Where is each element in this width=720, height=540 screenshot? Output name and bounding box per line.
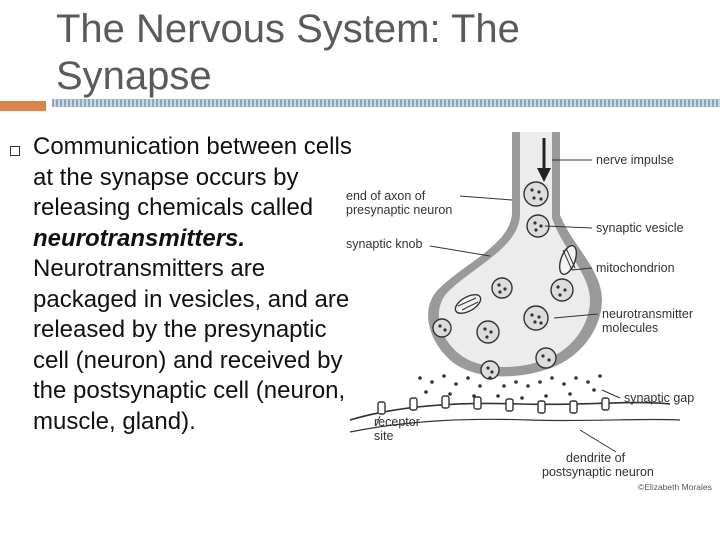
- label-nerve-impulse: nerve impulse: [596, 153, 674, 167]
- postsynaptic-membrane: [349, 401, 671, 421]
- receptor-sites: [377, 395, 610, 415]
- synaptic-vesicles: [432, 181, 574, 380]
- body-rest: Neurotransmitters are packaged in vesicl…: [33, 255, 350, 435]
- body-paragraph: Communication between cells at the synap…: [33, 132, 363, 437]
- label-synaptic-gap: synaptic gap: [624, 391, 694, 405]
- label-neurotransmitter-1: neurotransmitter: [602, 307, 693, 321]
- label-neurotransmitter-2: molecules: [602, 321, 658, 335]
- released-neurotransmitters: [418, 374, 602, 400]
- label-synaptic-knob: synaptic knob: [346, 237, 422, 251]
- label-dendrite-1: dendrite of: [566, 451, 626, 465]
- title-underline-bar: [52, 99, 720, 107]
- body-term: neurotransmitters.: [33, 224, 246, 252]
- label-synaptic-vesicle: synaptic vesicle: [596, 221, 684, 235]
- label-end-of-axon-1: end of axon of: [346, 189, 426, 203]
- square-bullet-icon: [10, 146, 20, 156]
- slide-title: The Nervous System: The Synapse: [56, 7, 520, 98]
- figure-credit: ©Elizabeth Morales: [638, 482, 712, 492]
- axon-interior: [438, 132, 590, 368]
- label-end-of-axon-2: presynaptic neuron: [346, 203, 452, 217]
- label-mitochondrion: mitochondrion: [596, 261, 675, 275]
- label-dendrite-2: postsynaptic neuron: [542, 465, 654, 479]
- synapse-diagram: nerve impulse end of axon of presynaptic…: [346, 132, 712, 492]
- title-underline-accent: [0, 101, 46, 111]
- mitochondria: [454, 245, 578, 314]
- label-pointer-lines: [375, 159, 621, 453]
- vesicle-molecules: [438, 188, 567, 374]
- body-intro: Communication between cells at the synap…: [33, 133, 352, 221]
- label-receptor-2: site: [374, 429, 394, 443]
- nerve-impulse-arrow-icon: [537, 138, 551, 182]
- label-receptor-1: receptor: [374, 415, 420, 429]
